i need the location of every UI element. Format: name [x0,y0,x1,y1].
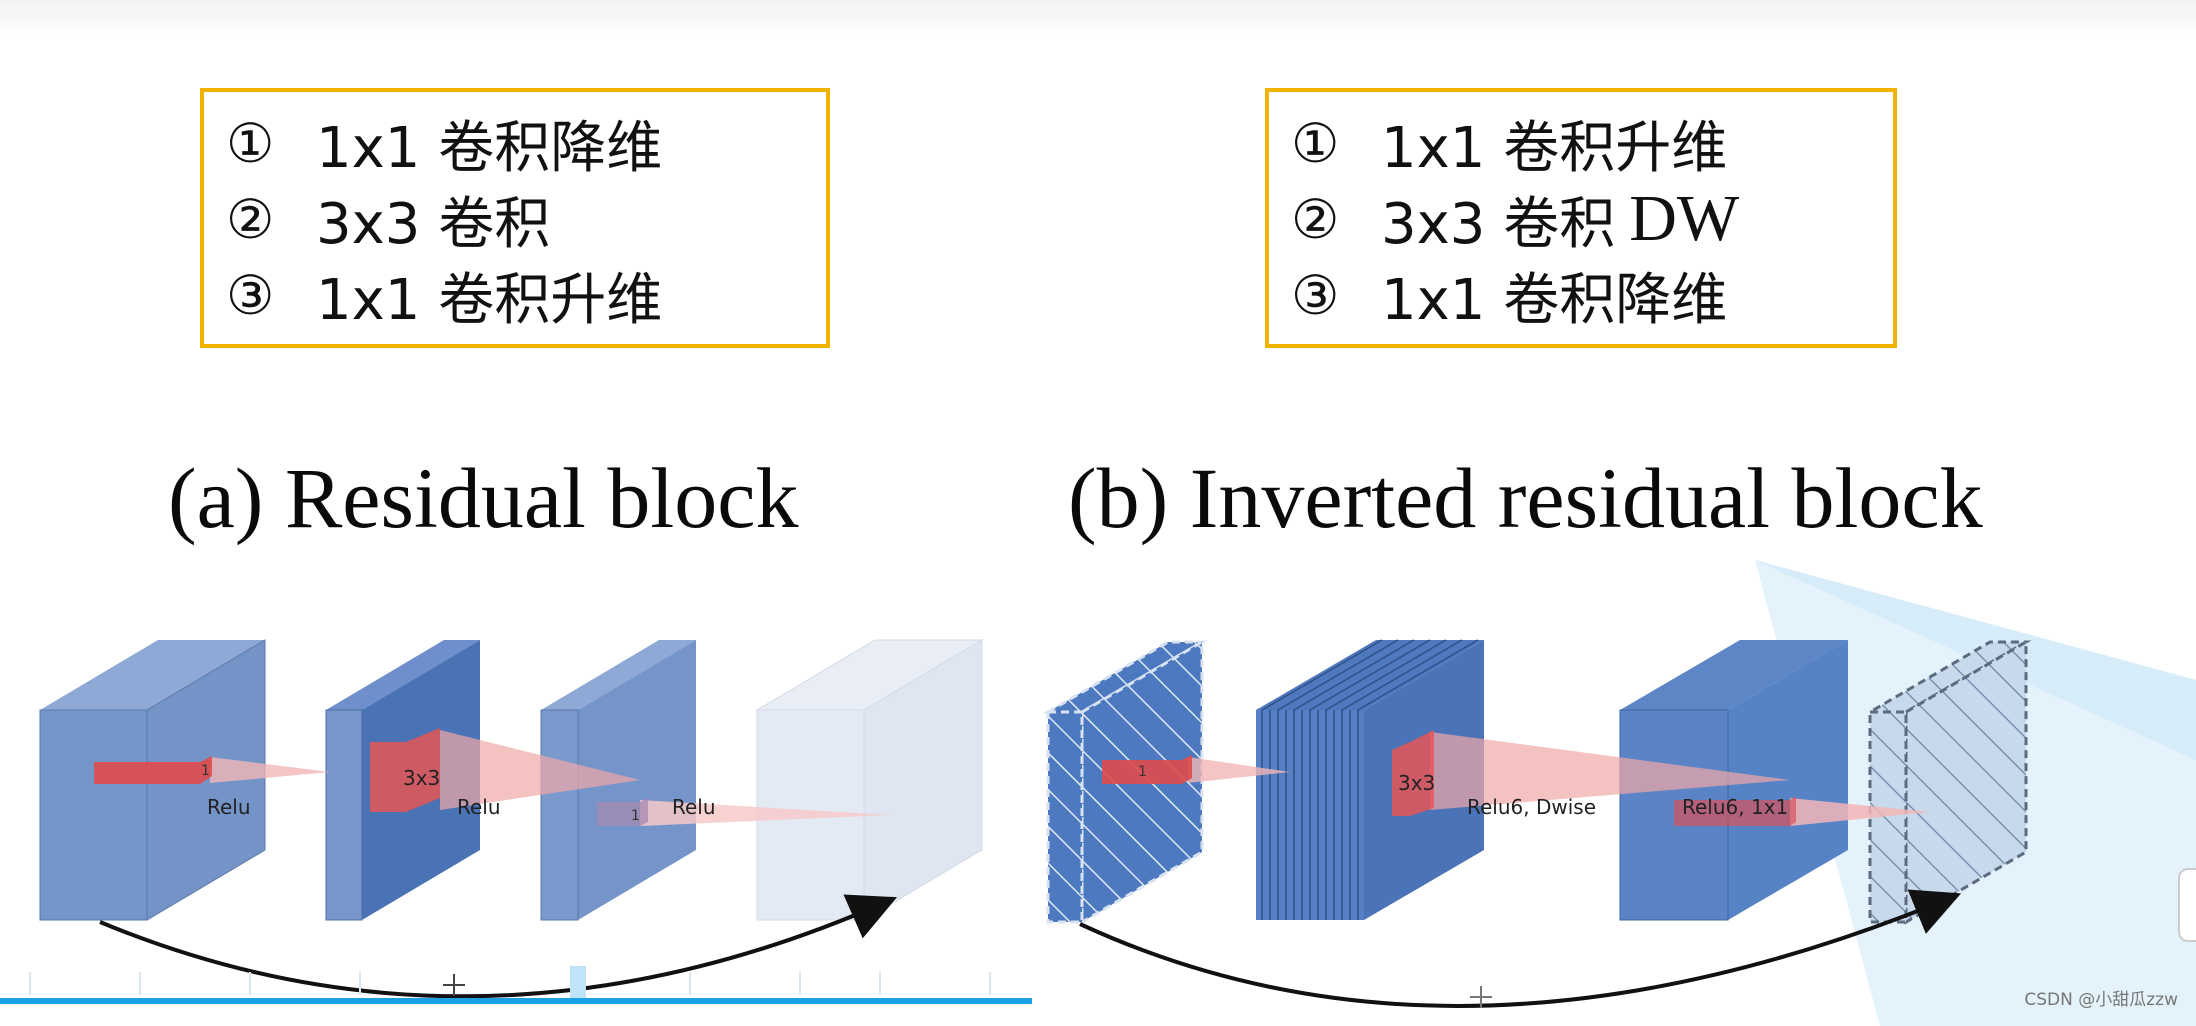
block-diagram: 1 Relu 3x3 Relu 1 Relu [29,560,2196,1026]
label-relu: Relu [207,795,251,819]
plus-icon [1470,986,1492,1008]
timeline-ticks [29,972,991,995]
label-kernel-1: 1 [201,763,210,779]
watermark: CSDN @小甜瓜zzw [2024,990,2178,1010]
plus-icon [443,974,465,996]
cone-b3 [1790,798,1930,826]
label-relu: Relu [457,795,501,819]
note-line: ① 1x1 卷积升维 [1291,108,1727,181]
notes-box-right: ① 1x1 卷积升维 ② 3x3 卷积 DW ③ 1x1 卷积降维 [1265,88,1897,348]
cone-a1 [210,757,330,783]
label-kernel-1: 1 [1138,764,1147,780]
caption-inverted-residual-block: (b) Inverted residual block [1068,450,1983,546]
side-panel-handle[interactable] [2178,868,2196,942]
label-relu6-1x1: Relu6, 1x1 [1682,795,1788,819]
step-text: 1x1 卷积降维 [1381,267,1728,333]
note-line: ① 1x1 卷积降维 [226,108,662,181]
note-line: ③ 1x1 卷积升维 [226,260,662,333]
step-number: ③ [226,263,275,327]
step-text: 1x1 卷积升维 [1381,115,1728,181]
dw-suffix: DW [1629,182,1740,255]
label-kernel-3x3: 3x3 [403,766,440,790]
notes-box-left: ① 1x1 卷积降维 ② 3x3 卷积 ③ 1x1 卷积升维 [200,88,830,348]
step-number: ① [226,111,275,175]
step-text: 3x3 卷积 [1381,191,1616,257]
label-kernel-3x3: 3x3 [1398,771,1435,795]
top-band [0,0,2196,40]
block-a4-faded [755,639,984,921]
cone-b2 [1430,732,1790,810]
step-number: ② [226,187,275,251]
step-number: ② [1291,187,1340,251]
cone-a2 [440,730,640,810]
block-b2-expanded [1256,639,1484,920]
horizontal-scrollbar[interactable] [0,998,1032,1004]
skip-connection-arrow-a [99,894,897,999]
kernel-b3 [1674,796,1796,826]
kernel-b2 [1392,730,1434,816]
note-line: ② 3x3 卷积 [226,184,550,257]
label-relu: Relu [672,795,716,819]
label-relu6-dwise: Relu6, Dwise [1467,795,1596,819]
cone-b1 [1188,757,1290,783]
kernel-a1 [94,756,212,784]
label-kernel-1: 1 [631,808,640,824]
step-number: ① [1291,111,1340,175]
step-number: ③ [1291,263,1340,327]
timeline-marker [570,966,586,998]
cone-a3 [640,800,890,826]
caption-residual-block: (a) Residual block [168,450,799,546]
step-text: 1x1 卷积降维 [316,115,663,181]
kernel-a3 [597,798,648,826]
skip-connection-arrow-b [1079,889,1962,1008]
step-text: 3x3 卷积 [316,191,551,257]
kernel-a2 [370,728,440,812]
kernel-b1 [1102,755,1192,784]
note-line: ② 3x3 卷积 DW [1291,182,1740,257]
step-text: 1x1 卷积升维 [316,267,663,333]
note-line: ③ 1x1 卷积降维 [1291,260,1727,333]
